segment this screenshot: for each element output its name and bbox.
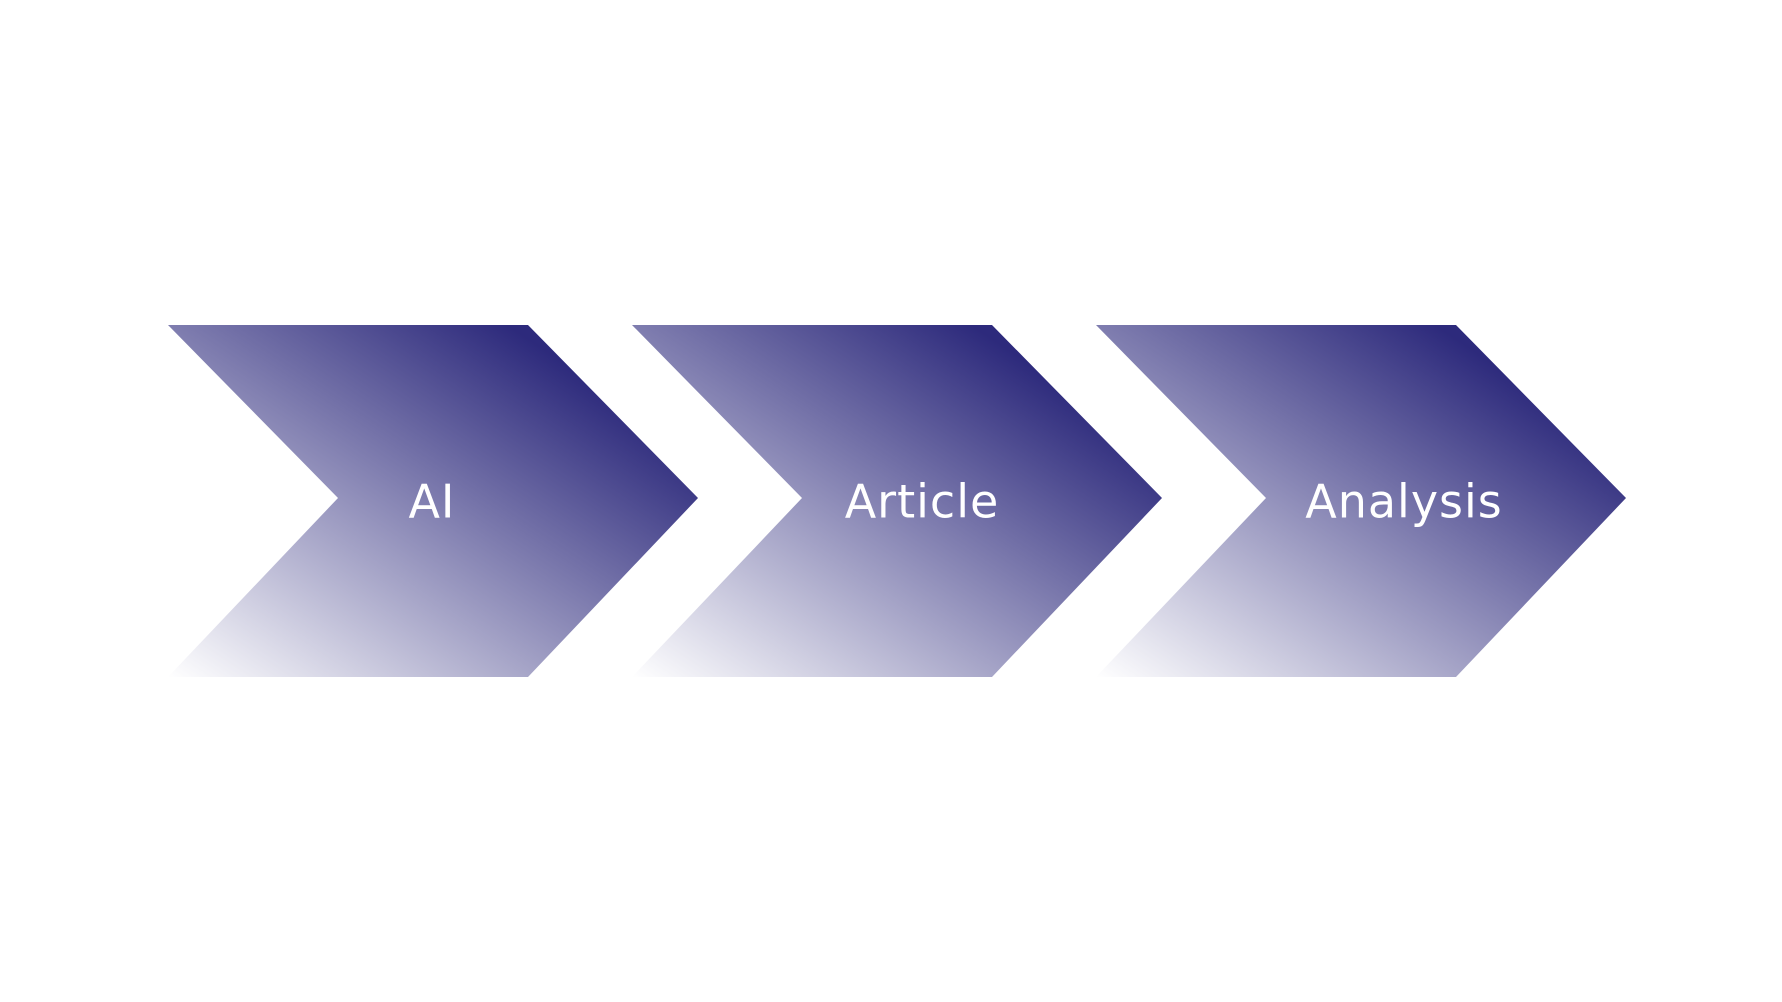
step-label: Article xyxy=(845,475,1000,529)
chevron-shape xyxy=(632,325,1162,677)
step-ai: AI xyxy=(168,325,698,677)
chevron-shape xyxy=(168,325,698,677)
step-label: AI xyxy=(408,475,455,529)
step-analysis: Analysis xyxy=(1096,325,1626,677)
step-label: Analysis xyxy=(1305,475,1503,529)
step-article: Article xyxy=(632,325,1162,677)
chevron-shape xyxy=(1096,325,1626,677)
